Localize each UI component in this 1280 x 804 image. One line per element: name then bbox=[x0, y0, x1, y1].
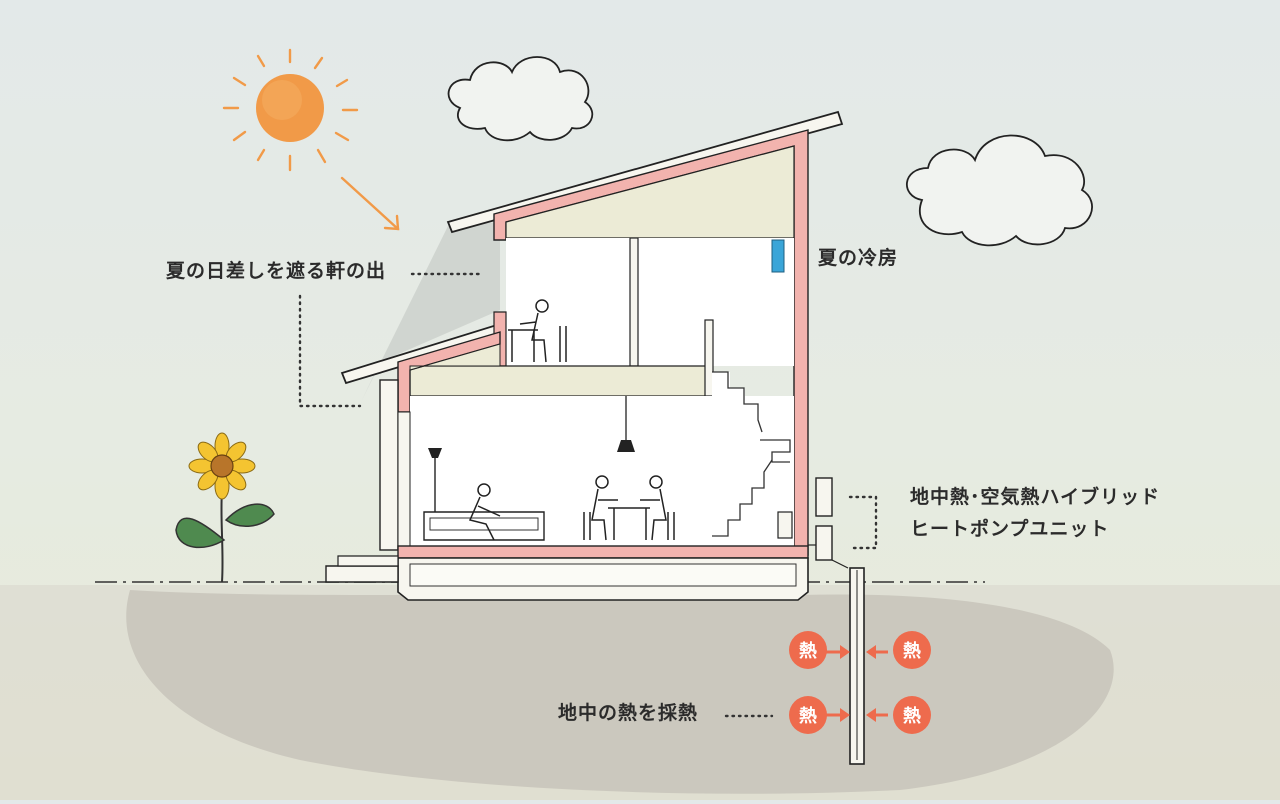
sun-icon bbox=[222, 48, 400, 231]
air-conditioner-icon bbox=[771, 239, 785, 273]
svg-text:熱: 熱 bbox=[799, 640, 817, 662]
heat-pump-unit-icon bbox=[815, 477, 833, 517]
sunflower-illustration bbox=[175, 432, 275, 583]
heat-arrow-icon bbox=[826, 645, 888, 722]
svg-text:熱: 熱 bbox=[903, 705, 921, 727]
svg-text:熱: 熱 bbox=[799, 705, 817, 727]
house-section bbox=[325, 110, 849, 601]
callout-cooling: 夏の冷房 bbox=[818, 247, 899, 269]
heat-badge: 熱 bbox=[789, 631, 827, 669]
heat-badge: 熱 bbox=[893, 631, 931, 669]
callout-eaves: 夏の日差しを遮る軒の出 bbox=[166, 260, 387, 282]
svg-text:熱: 熱 bbox=[903, 640, 921, 662]
callout-ground-heat: 地中の熱を採熱 bbox=[558, 702, 699, 724]
callout-leaders bbox=[298, 272, 878, 718]
ground-heat-pipe bbox=[849, 567, 865, 765]
ground bbox=[0, 581, 1280, 800]
heat-badge: 熱 bbox=[893, 696, 931, 734]
cloud-icon bbox=[447, 56, 594, 142]
callout-heatpump-line1: 地中熱･空気熱ハイブリッド bbox=[910, 486, 1161, 508]
eave-shadow bbox=[362, 222, 500, 400]
heat-pump-unit-icon bbox=[815, 525, 833, 561]
cloud-icon bbox=[905, 134, 1093, 247]
callout-heatpump-line2: ヒートポンプユニット bbox=[910, 518, 1110, 540]
heat-badge: 熱 bbox=[789, 696, 827, 734]
heat-flow-group: 熱 熱 熱 熱 bbox=[789, 631, 931, 734]
